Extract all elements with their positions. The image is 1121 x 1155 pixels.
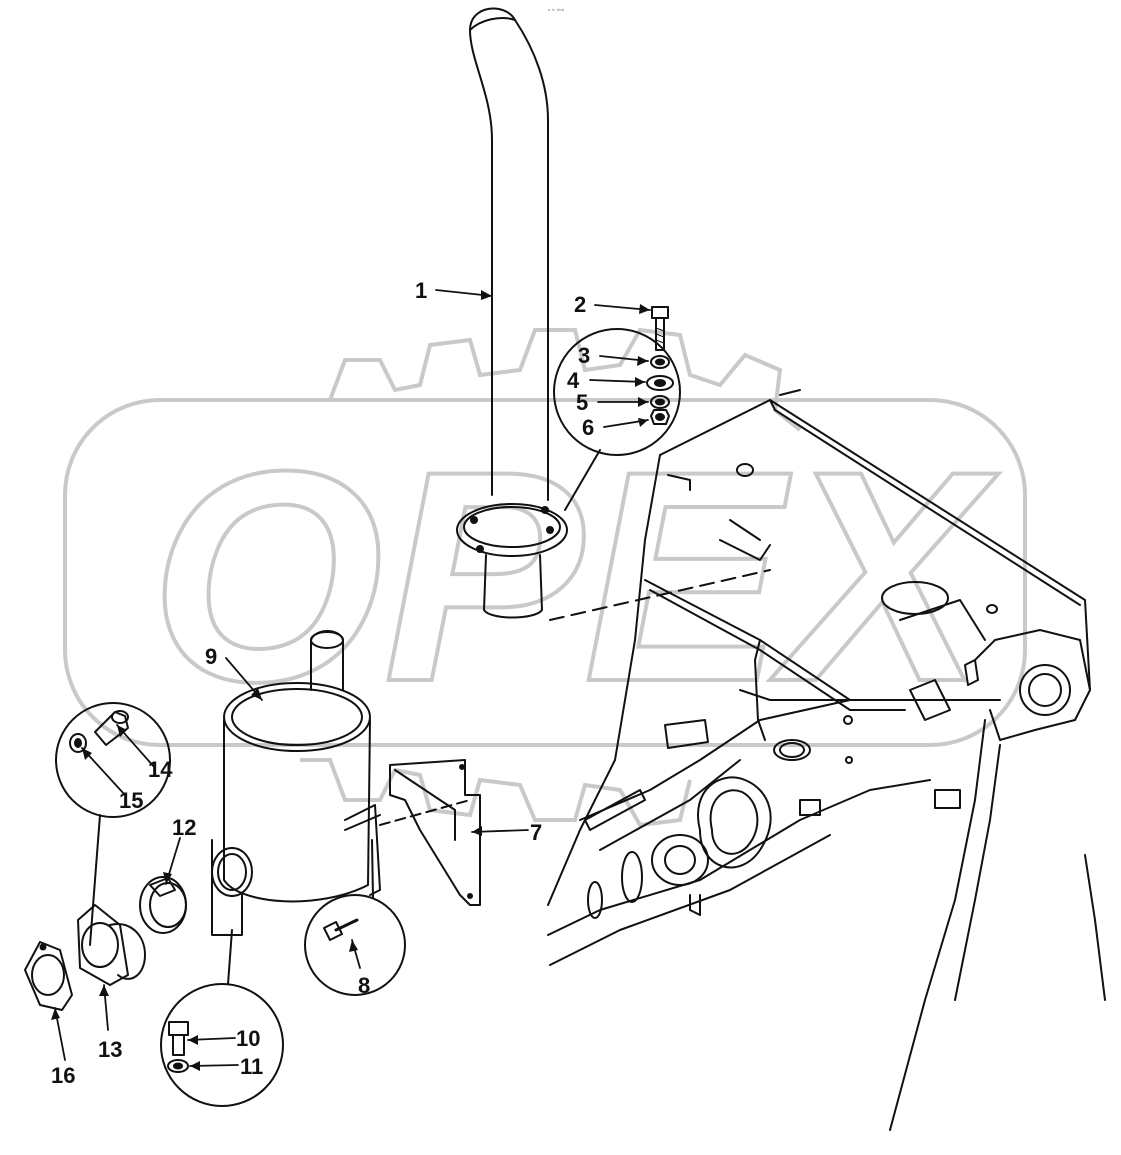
exhaust-flange xyxy=(77,904,146,986)
watermark-text: OPEX xyxy=(150,408,999,744)
fastener-group-top xyxy=(553,306,681,511)
callout-8: 8 xyxy=(358,973,370,998)
arrowheads xyxy=(51,290,650,1071)
flange-gasket xyxy=(24,941,73,1011)
callout-16: 16 xyxy=(51,1063,75,1088)
fastener-group-left xyxy=(55,702,171,946)
callout-14: 14 xyxy=(148,757,173,782)
pipe-clamp xyxy=(139,876,187,934)
callout-15: 15 xyxy=(119,788,143,813)
callout-5: 5 xyxy=(576,390,588,415)
mounting-bracket xyxy=(379,759,481,906)
callout-7: 7 xyxy=(530,820,542,845)
exhaust-stack-pipe xyxy=(456,7,568,619)
watermark-logo: OPEX xyxy=(63,327,1027,828)
callout-6: 6 xyxy=(582,415,594,440)
callout-13: 13 xyxy=(98,1037,122,1062)
callout-10: 10 xyxy=(236,1026,260,1051)
header-mark: ᵃ ᵇ ᵇᵇᵇ xyxy=(548,8,565,15)
callout-9: 9 xyxy=(205,644,217,669)
callout-3: 3 xyxy=(578,343,590,368)
muffler xyxy=(211,630,381,936)
callout-1: 1 xyxy=(415,278,427,303)
callout-2: 2 xyxy=(574,292,586,317)
machine-frame xyxy=(547,389,1106,1131)
fastener-group-bottom xyxy=(160,929,284,1107)
callout-labels: 1 2 3 4 5 6 7 8 9 10 11 12 13 14 15 16 xyxy=(51,278,594,1088)
callout-12: 12 xyxy=(172,815,196,840)
bolt-8-group xyxy=(304,839,406,996)
callout-4: 4 xyxy=(567,368,580,393)
callout-11: 11 xyxy=(240,1054,263,1079)
